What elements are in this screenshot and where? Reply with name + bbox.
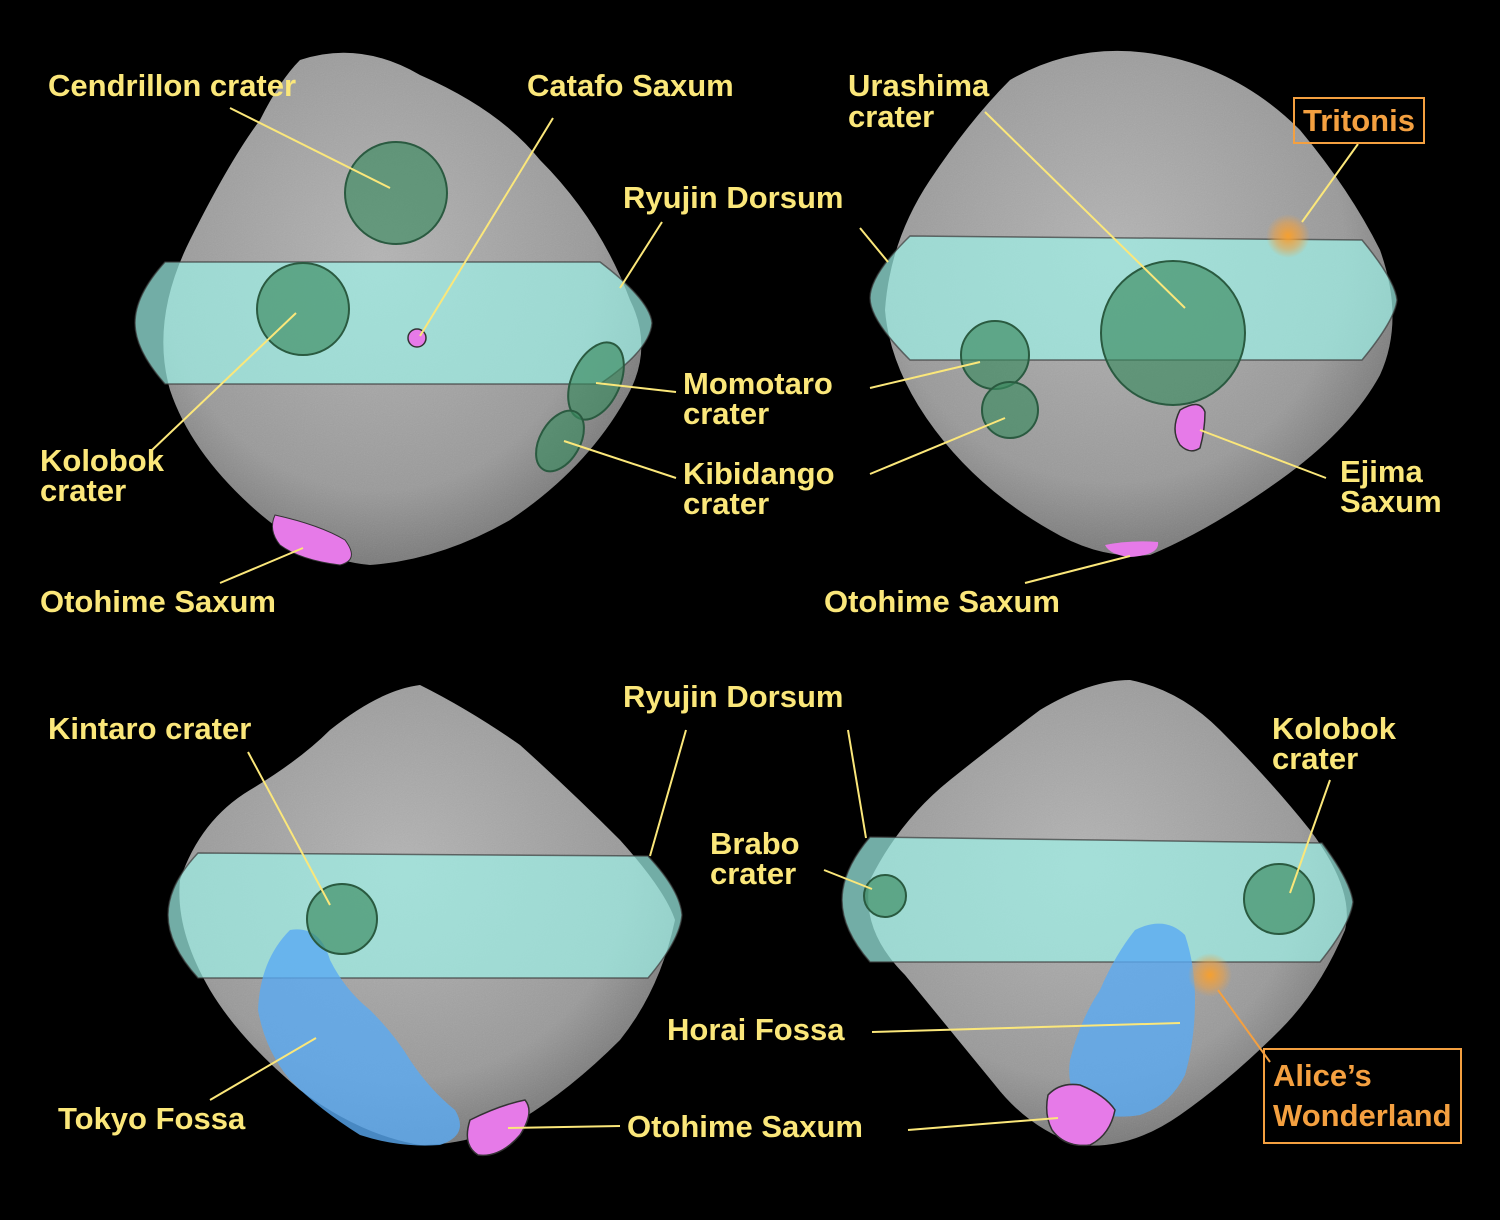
alices-wonderland-glow — [1188, 953, 1232, 997]
label-otohime-saxum: Otohime Saxum — [627, 1109, 863, 1144]
otohime-saxum — [1045, 1083, 1116, 1147]
leader-lines — [859, 111, 1359, 584]
ryujin-dorsum-band — [134, 261, 653, 385]
label-tritonis: Tritonis — [1293, 97, 1425, 144]
ryujin-dorsum-band — [841, 836, 1354, 963]
alice-leader-line — [1217, 989, 1271, 1063]
label-momotaro-crater-line2: crater — [683, 396, 770, 431]
crater-small-upper — [960, 320, 1030, 390]
panel-bottom-left — [167, 685, 687, 1157]
label-otohime-saxum: Otohime Saxum — [824, 584, 1060, 619]
label-kintaro-crater: Kintaro crater — [48, 711, 252, 746]
label-alices-wonderland-line1: Alice’s — [1273, 1058, 1372, 1093]
otohime-saxum — [271, 514, 352, 566]
label-kolobok-crater-line1: Kolobok — [1272, 711, 1396, 746]
ryujin-dorsum-band — [167, 852, 683, 979]
cendrillon-crater — [344, 141, 448, 245]
tokyo-fossa — [258, 929, 460, 1146]
label-kolobok-crater-line2: crater — [40, 473, 127, 508]
label-urashima-crater-line2: crater — [848, 99, 935, 134]
label-ejima-saxum-line1: Ejima — [1340, 454, 1423, 489]
label-brabo-crater-line1: Brabo — [710, 826, 800, 861]
label-cendrillon-crater: Cendrillon crater — [48, 68, 297, 103]
label-ryujin-dorsum: Ryujin Dorsum — [623, 679, 844, 714]
label-kibidango-crater-line1: Kibidango — [683, 456, 835, 491]
label-ejima-saxum-line2: Saxum — [1340, 484, 1442, 519]
urashima-crater — [1100, 260, 1246, 406]
kolobok-crater — [256, 262, 350, 356]
kolobok-crater — [1243, 863, 1315, 935]
label-alices-wonderland: Alice’s Wonderland — [1263, 1048, 1462, 1144]
crater-small-lower — [981, 381, 1039, 439]
ejima-saxum — [1174, 403, 1206, 452]
label-urashima-crater-line1: Urashima — [848, 68, 990, 103]
label-momotaro-crater-line1: Momotaro — [683, 366, 833, 401]
panel-bottom-right — [823, 680, 1354, 1147]
leader-lines — [823, 729, 1331, 1131]
otohime-saxum — [1105, 541, 1159, 557]
label-kolobok-crater-line2: crater — [1272, 741, 1359, 776]
kibidango-crater — [535, 409, 585, 473]
otohime-saxum — [466, 1099, 530, 1157]
tritonis-glow — [1266, 214, 1310, 258]
panel-top-left — [134, 52, 677, 584]
label-horai-fossa: Horai Fossa — [667, 1012, 845, 1047]
label-tokyo-fossa: Tokyo Fossa — [58, 1101, 246, 1136]
label-otohime-saxum: Otohime Saxum — [40, 584, 276, 619]
label-kibidango-crater-line2: crater — [683, 486, 770, 521]
leader-lines — [149, 107, 677, 584]
brabo-crater — [863, 874, 907, 918]
label-catafo-saxum: Catafo Saxum — [527, 68, 734, 103]
leader-lines — [209, 729, 687, 1129]
label-kolobok-crater-line1: Kolobok — [40, 443, 164, 478]
horai-fossa — [1069, 923, 1195, 1117]
kintaro-crater — [306, 883, 378, 955]
label-alices-wonderland-line2: Wonderland — [1273, 1098, 1452, 1133]
panel-top-right — [859, 50, 1398, 584]
label-ryujin-dorsum: Ryujin Dorsum — [623, 180, 844, 215]
label-brabo-crater-line2: crater — [710, 856, 797, 891]
